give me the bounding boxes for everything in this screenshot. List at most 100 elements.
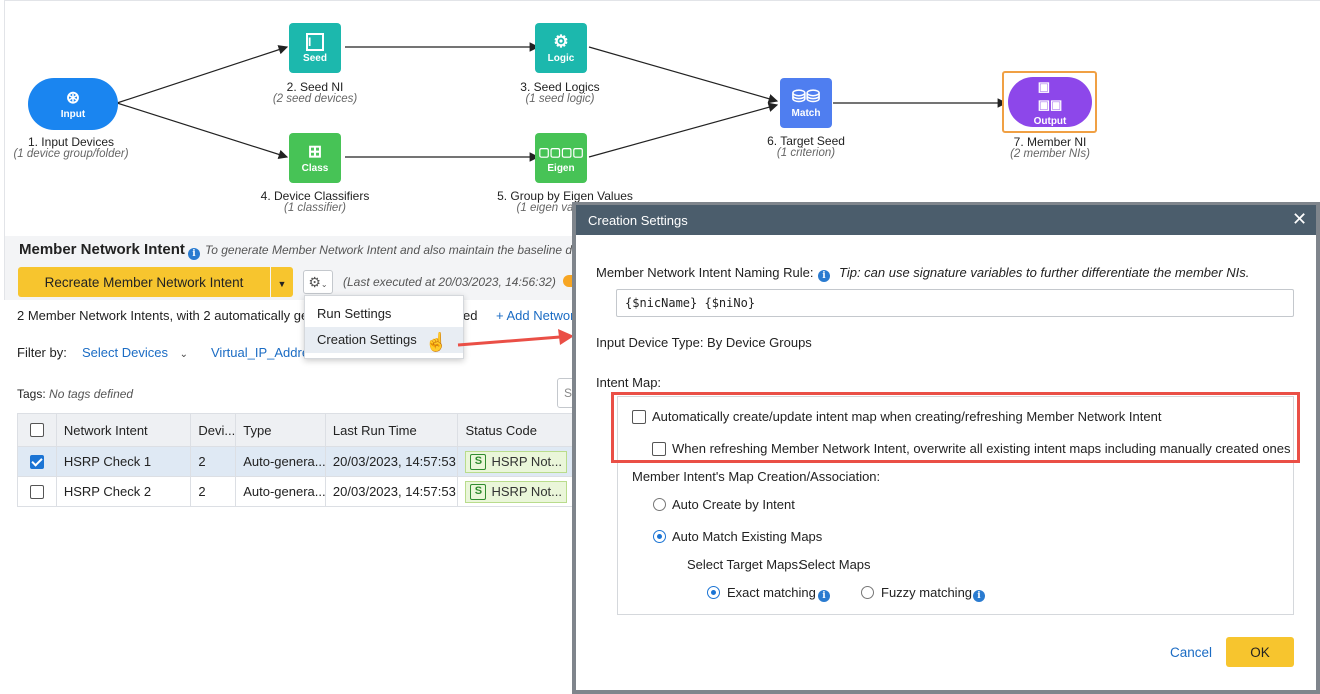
overwrite-label: When refreshing Member Network Intent, o… (672, 441, 1291, 456)
col-devices[interactable]: Devi... (190, 414, 235, 446)
overwrite-checkbox[interactable] (652, 442, 666, 459)
hierarchy-icon: ⊞ (307, 141, 323, 161)
warning-icon (563, 275, 573, 287)
summary-tail: ed (463, 308, 478, 323)
map-association-label: Member Intent's Map Creation/Association… (632, 469, 881, 484)
tags-value: No tags defined (49, 387, 134, 401)
status-badge: S (470, 483, 487, 500)
intent-map-label: Intent Map: (596, 375, 662, 390)
row-name: HSRP Check 2 (55, 477, 191, 506)
info-icon[interactable]: i (818, 586, 830, 602)
gear-icon: ⚙ (308, 274, 321, 290)
close-icon[interactable]: ✕ (1292, 209, 1308, 229)
panel-hint: To generate Member Network Intent and al… (205, 243, 579, 257)
highlight-box (611, 392, 1300, 463)
node-sub: (1 classifier) (284, 202, 346, 214)
table-header: Network Intent Devi... Type Last Run Tim… (17, 413, 577, 447)
naming-tip: Tip: can use signature variables to furt… (839, 265, 1250, 280)
cancel-button[interactable]: Cancel (1170, 645, 1213, 660)
select-all-checkbox[interactable] (18, 414, 56, 446)
gear-icon: ⚙ (553, 31, 569, 51)
seed-node[interactable]: I Seed (289, 23, 341, 73)
status-chip[interactable]: S HSRP Not... (465, 450, 567, 473)
recreate-dropdown-button[interactable]: ▼ (271, 267, 293, 297)
add-network-link[interactable]: + Add Networ (496, 308, 575, 323)
filter-value[interactable]: Virtual_IP_Addres (211, 345, 316, 360)
status-text: HSRP Not... (491, 484, 562, 499)
member-ni-table: Network Intent Devi... Type Last Run Tim… (17, 413, 577, 507)
select-maps-link[interactable]: Select Maps (799, 557, 871, 572)
row-type: Auto-genera... (235, 477, 325, 506)
seed-icon: I (306, 32, 324, 51)
menu-item-creation-settings[interactable]: Creation Settings (305, 327, 463, 353)
workflow-canvas: ⊛ Input 1. Input Devices (1 device group… (4, 0, 1320, 236)
auto-create-label: Automatically create/update intent map w… (652, 409, 1162, 424)
class-node[interactable]: ⊞ Class (289, 133, 341, 183)
ok-button[interactable]: OK (1226, 637, 1294, 667)
chevron-down-icon: ⌄ (179, 349, 188, 360)
creation-settings-dialog: Creation Settings ✕ Member Network Inten… (576, 205, 1316, 690)
info-icon[interactable]: i (818, 266, 830, 282)
output-node[interactable]: ▣▣▣ Output (1008, 77, 1092, 127)
table-row[interactable]: HSRP Check 1 2 Auto-genera... 20/03/2023… (17, 447, 577, 477)
last-executed: (Last executed at 20/03/2023, 14:56:32) (343, 275, 556, 289)
col-type[interactable]: Type (235, 414, 325, 446)
node-sub: (1 device group/folder) (13, 148, 129, 160)
chevron-down-icon: ⌄ (320, 280, 328, 289)
settings-gear-button[interactable]: ⚙⌄ (303, 270, 333, 294)
node-sub: (2 seed devices) (272, 93, 358, 105)
row-checkbox[interactable] (18, 477, 56, 506)
auto-create-checkbox[interactable] (632, 410, 646, 427)
hand-cursor-icon: ☝ (425, 332, 448, 352)
tags-row: Tags: No tags defined (17, 387, 133, 401)
recreate-split-button: Recreate Member Network Intent ▼ (18, 267, 293, 297)
radio-auto-match[interactable] (653, 530, 666, 546)
node-label: 7. Member NI (1013, 135, 1087, 149)
match-node[interactable]: ⛁⛁ Match (780, 78, 832, 128)
status-chip[interactable]: S HSRP Not... (465, 480, 567, 503)
node-label: 5. Group by Eigen Values (497, 189, 633, 203)
radio-exact-matching[interactable] (707, 586, 720, 602)
summary-text: 2 Member Network Intents, with 2 automat… (17, 308, 309, 323)
table-row[interactable]: HSRP Check 2 2 Auto-genera... 20/03/2023… (17, 477, 577, 507)
panel-title: Member Network Intent (19, 241, 185, 258)
col-status[interactable]: Status Code (457, 414, 576, 446)
row-time: 20/03/2023, 14:57:53 (324, 477, 458, 506)
node-sub: (1 criterion) (776, 147, 836, 159)
menu-item-run-settings[interactable]: Run Settings (317, 306, 392, 321)
eigen-node[interactable]: ▢▢▢▢ Eigen (535, 133, 587, 183)
edge-input-class (116, 102, 289, 160)
status-badge: S (470, 453, 487, 470)
info-icon[interactable]: i (973, 586, 985, 602)
settings-dropdown-menu: Run Settings Creation Settings ☝ (304, 295, 464, 359)
info-icon[interactable]: i (188, 244, 200, 260)
row-devices: 2 (190, 477, 235, 506)
node-sub: (1 seed logic) (525, 93, 595, 105)
row-type: Auto-genera... (235, 447, 325, 476)
input-node[interactable]: ⊛ Input (28, 78, 118, 130)
col-last-run[interactable]: Last Run Time (324, 414, 458, 446)
dialog-header: Creation Settings ✕ (576, 205, 1316, 235)
row-name: HSRP Check 1 (55, 447, 191, 476)
output-node-frame[interactable]: ▣▣▣ Output (1002, 71, 1097, 133)
node-label: 4. Device Classifiers (260, 189, 370, 203)
caret-down-icon: ▼ (277, 278, 287, 289)
intent-map-box (617, 396, 1294, 615)
select-devices-dropdown[interactable]: Select Devices ⌄ (82, 345, 188, 360)
edge-input-seed (116, 45, 289, 104)
radio-auto-create[interactable] (653, 498, 666, 514)
node-sub: (2 member NIs) (1010, 148, 1090, 160)
radio-fuzzy-matching[interactable] (861, 586, 874, 602)
row-status: S HSRP Not... (457, 477, 576, 506)
naming-rule-label: Member Network Intent Naming Rule: (596, 265, 814, 280)
logic-node[interactable]: ⚙ Logic (535, 23, 587, 73)
node-label: 3. Seed Logics (520, 80, 600, 94)
recreate-button[interactable]: Recreate Member Network Intent (18, 267, 270, 297)
status-text: HSRP Not... (491, 454, 562, 469)
router-icon: ⊛ (65, 87, 81, 107)
naming-rule-input[interactable]: {$nicName} {$niNo} (616, 289, 1294, 317)
exact-matching-label: Exact matching (727, 585, 816, 600)
row-checkbox[interactable] (18, 447, 56, 476)
col-network-intent[interactable]: Network Intent (55, 414, 191, 446)
device-type-text: Input Device Type: By Device Groups (596, 335, 812, 350)
